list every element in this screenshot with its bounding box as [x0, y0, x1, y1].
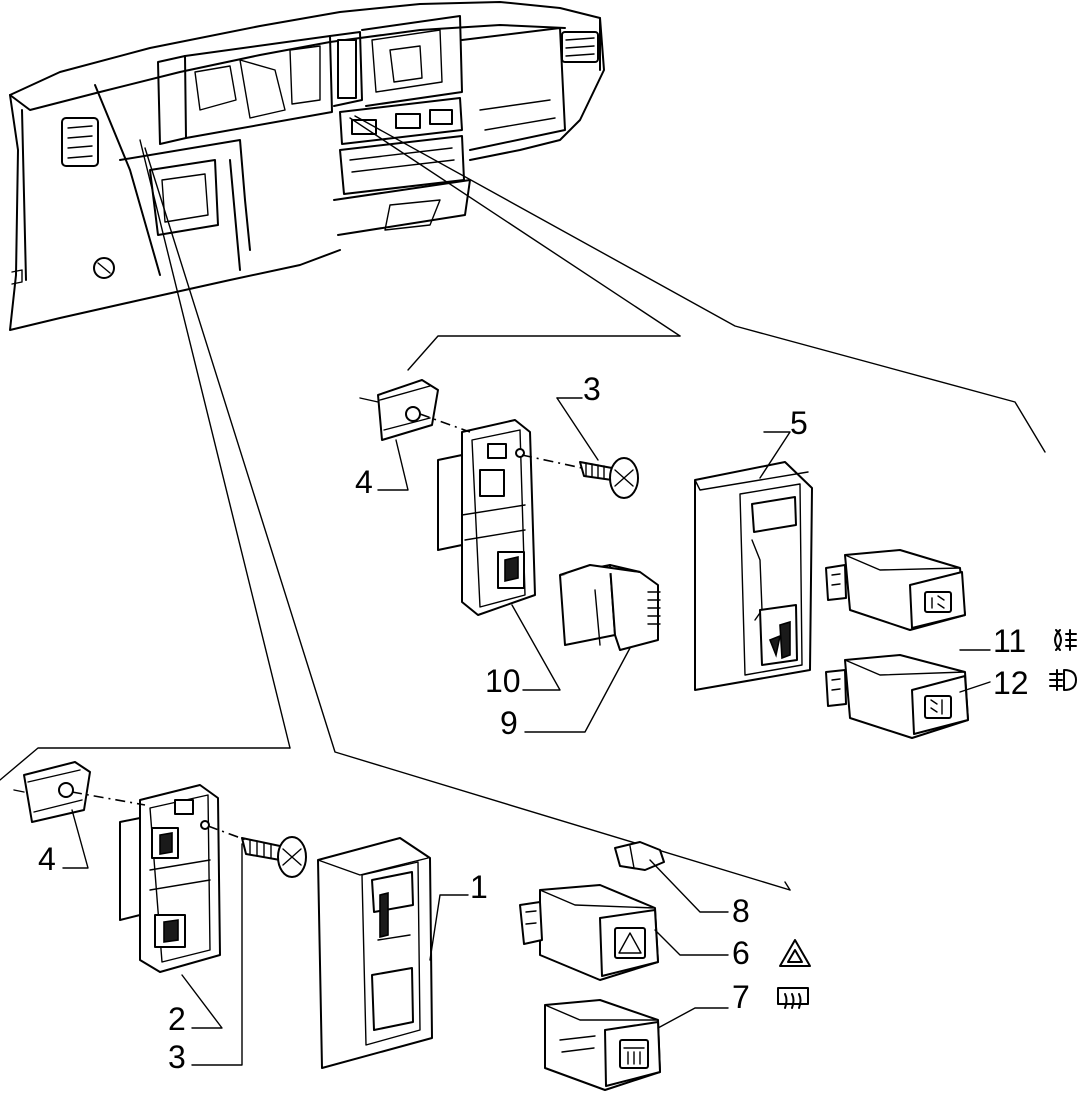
- part-8-bulb: [614, 841, 665, 871]
- part-9-switch-body: [559, 564, 661, 651]
- part-5-switch-housing: [694, 461, 813, 691]
- part-4-clip-lower: [13, 761, 91, 823]
- callout-9: 9: [500, 705, 518, 741]
- callout-4-upper: 4: [355, 464, 373, 500]
- callout-12: 12: [993, 665, 1029, 701]
- callout-7: 7: [732, 979, 750, 1015]
- callout-4-lower: 4: [38, 841, 56, 877]
- callout-leaders: [62, 397, 991, 1066]
- part-12-switch-front-fog: [825, 654, 969, 739]
- rear-fog-lamp-icon: [1054, 629, 1077, 651]
- part-4-clip-upper: [359, 379, 439, 441]
- part-6-switch-hazard: [519, 884, 659, 981]
- callout-11: 11: [993, 623, 1026, 659]
- part-1-switch-housing: [317, 837, 433, 1069]
- part-11-switch-rear-fog: [825, 549, 966, 631]
- part-2-bracket-lower: [119, 784, 221, 973]
- part-3-screw-lower: [241, 836, 307, 878]
- part-10-bracket-upper: [437, 419, 536, 616]
- callout-6: 6: [732, 935, 750, 971]
- hazard-warning-triangle-icon: [779, 939, 811, 967]
- callout-labels: 3 5 4 10 9 11 12 4 1 8 6 7 2 3: [38, 371, 1029, 1075]
- front-fog-lamp-icon: [1049, 669, 1077, 691]
- callout-1: 1: [470, 869, 488, 905]
- callout-2: 2: [168, 1001, 186, 1037]
- dashboard-assembly: [9, 1, 605, 331]
- callout-10: 10: [485, 663, 521, 699]
- part-7-switch-defroster: [544, 999, 661, 1091]
- rear-window-defroster-icon: [777, 987, 809, 1009]
- callout-3-lower: 3: [168, 1039, 186, 1075]
- callout-3-upper: 3: [583, 371, 601, 407]
- part-3-screw-upper: [579, 457, 639, 499]
- callout-5: 5: [790, 405, 808, 441]
- callout-8: 8: [732, 893, 750, 929]
